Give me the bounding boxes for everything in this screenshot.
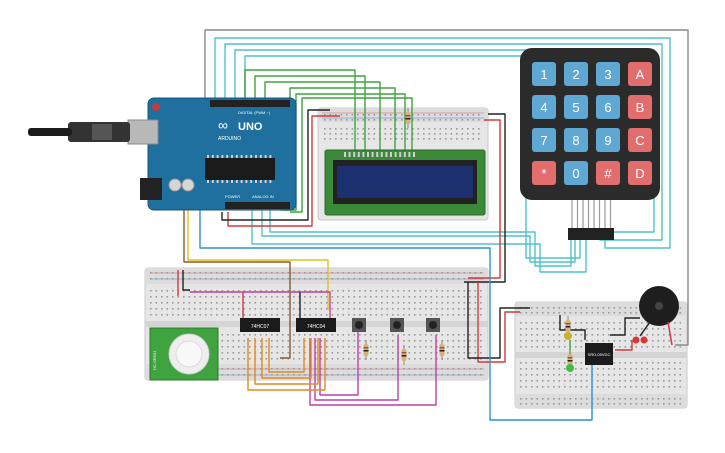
relay-label: SRD-05VDC [588, 352, 611, 357]
keypad-key-C[interactable]: C [628, 128, 652, 152]
lcd-screen [337, 166, 473, 198]
lcd-display [324, 149, 486, 216]
pir-sensor: HC-SR501 [149, 327, 219, 381]
arduino-model-label: UNO [238, 121, 263, 133]
keypad-key-#[interactable]: # [596, 161, 620, 185]
keypad-key-label: D [635, 166, 644, 181]
push-button-1[interactable] [352, 318, 366, 332]
push-button-3[interactable] [426, 318, 440, 332]
arduino-logo: ∞ [218, 117, 228, 133]
keypad-key-label: * [541, 166, 546, 181]
arduino-uno-board[interactable]: ∞ UNO ARDUINO DIGITAL (PWM ~) POWER ANAL… [127, 97, 297, 211]
ic-74hc07: 74HC07 [240, 318, 280, 332]
keypad-key-label: 5 [572, 100, 579, 115]
keypad-key-label: # [604, 166, 612, 181]
keypad-key-0[interactable]: 0 [564, 161, 588, 185]
resistor [401, 345, 407, 365]
resistors [363, 108, 573, 370]
arduino-brand-label: ARDUINO [218, 136, 241, 142]
keypad-4x4: 1 2 3 A 4 5 6 B 7 8 9 C * 0 # D [520, 48, 660, 240]
keypad-key-5[interactable]: 5 [564, 95, 588, 119]
resistor [405, 108, 411, 128]
power-jack [140, 178, 162, 200]
led-yellow [564, 332, 572, 340]
resistor [363, 340, 369, 360]
keypad-key-label: 9 [604, 133, 611, 148]
keypad-key-4[interactable]: 4 [532, 95, 556, 119]
usb-cable [28, 122, 130, 142]
keypad-key-9[interactable]: 9 [596, 128, 620, 152]
usb-port [127, 119, 159, 145]
keypad-key-label: 2 [572, 67, 579, 82]
keypad-key-label: 6 [604, 100, 611, 115]
ic-74hc04: 74HC04 [296, 318, 336, 332]
keypad-key-A[interactable]: A [628, 62, 652, 86]
keypad-key-*[interactable]: * [532, 161, 556, 185]
keypad-connector [568, 228, 614, 240]
keypad-key-3[interactable]: 3 [596, 62, 620, 86]
keypad-key-label: 1 [540, 67, 547, 82]
atmega-chip [205, 158, 275, 180]
keypad-key-D[interactable]: D [628, 161, 652, 185]
keypad-key-8[interactable]: 8 [564, 128, 588, 152]
keypad-key-label: 4 [540, 100, 547, 115]
power-pins-label: POWER [225, 194, 240, 199]
keypad-key-1[interactable]: 1 [532, 62, 556, 86]
keypad-key-B[interactable]: B [628, 95, 652, 119]
keypad-key-7[interactable]: 7 [532, 128, 556, 152]
pir-label: HC-SR501 [152, 350, 157, 370]
keypad-key-label: 0 [572, 166, 579, 181]
relay-module: SRD-05VDC [585, 343, 613, 365]
keypad-key-label: C [635, 133, 644, 148]
keypad-key-label: 8 [572, 133, 579, 148]
keypad-key-6[interactable]: 6 [596, 95, 620, 119]
keypad-key-label: A [636, 67, 645, 82]
chip-label: 74HC04 [307, 324, 326, 330]
reset-button[interactable] [152, 103, 160, 111]
analog-pins-label: ANALOG IN [252, 194, 274, 199]
digital-pins-label: DIGITAL (PWM ~) [238, 110, 271, 115]
push-button-2[interactable] [390, 318, 404, 332]
led-red-pair [632, 336, 648, 344]
led-green [566, 364, 574, 372]
piezo-buzzer [639, 286, 679, 346]
keypad-key-label: B [636, 100, 645, 115]
keypad-key-label: 7 [540, 133, 547, 148]
resistor [439, 340, 445, 360]
keypad-key-2[interactable]: 2 [564, 62, 588, 86]
keypad-key-label: 3 [604, 67, 611, 82]
chip-label: 74HC07 [251, 324, 270, 330]
